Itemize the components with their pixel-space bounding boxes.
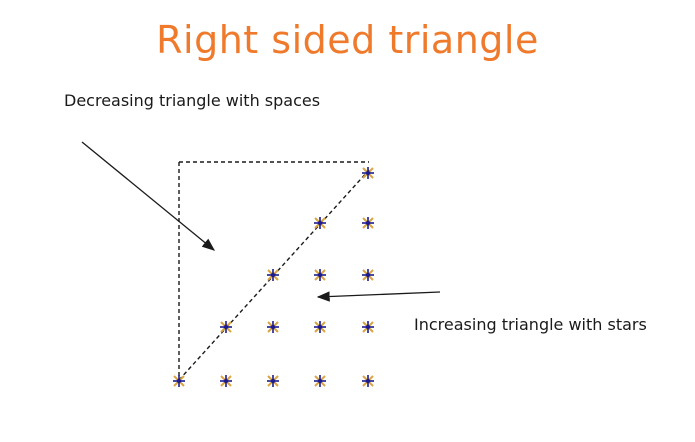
star-icon: [266, 373, 280, 387]
star-icon: [313, 373, 327, 387]
decreasing-triangle-label: Decreasing triangle with spaces: [64, 91, 321, 110]
diagram-title: Right sided triangle: [156, 18, 539, 62]
star-icon: [219, 373, 233, 387]
star-icon: [313, 267, 327, 281]
star-icon: [219, 319, 233, 333]
star-icon: [313, 319, 327, 333]
star-icon: [266, 319, 280, 333]
decreasing-arrow: [81, 141, 216, 251]
increasing-triangle-label: Increasing triangle with stars: [414, 315, 647, 334]
star-icon: [266, 267, 280, 281]
star-icon: [172, 373, 186, 387]
star-icon: [361, 319, 375, 333]
star-icon: [313, 215, 327, 229]
star-icon: [361, 267, 375, 281]
star-icon: [361, 165, 375, 179]
star-icon: [361, 215, 375, 229]
increasing-arrow: [316, 291, 441, 302]
star-icon: [361, 373, 375, 387]
